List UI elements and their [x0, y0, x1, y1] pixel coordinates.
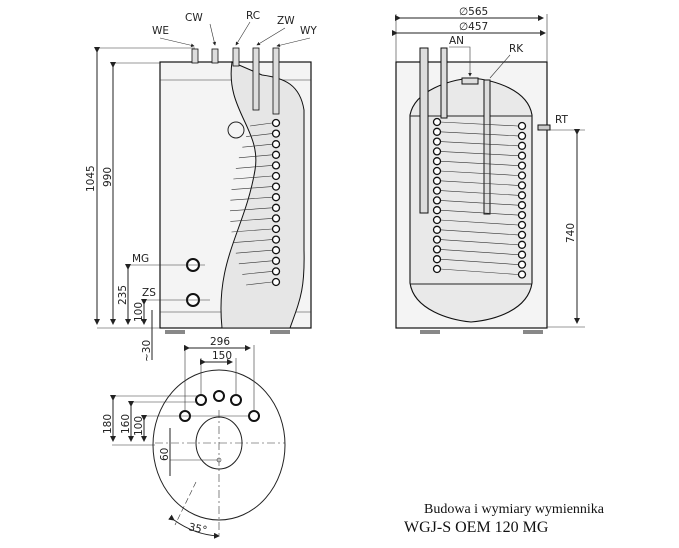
coil-turn	[271, 267, 281, 276]
label-rk: RK	[509, 43, 524, 55]
dim-100: 100	[133, 302, 145, 322]
dim-180: 180	[102, 414, 114, 434]
dim-565: ∅565	[459, 6, 488, 18]
coil-turn	[432, 215, 442, 225]
coil-turn	[517, 151, 527, 160]
coil-turn	[271, 118, 281, 128]
coil-turn	[432, 176, 442, 185]
an-connector	[461, 77, 479, 85]
side-view: WE CW RC ZW WY MG ZS 1045 990 235 100 ~3…	[85, 10, 317, 362]
coil-turn	[432, 127, 442, 136]
coil-turn	[432, 157, 442, 166]
label-cw: CW	[185, 12, 203, 24]
coil-turn	[432, 196, 442, 205]
caption-model: WGJ-S OEM 120 MG	[404, 519, 549, 536]
coil-turn	[517, 131, 527, 141]
coil-front	[432, 117, 527, 279]
coil-turn	[271, 224, 281, 234]
dim-100-top: 100	[133, 416, 145, 436]
label-an: AN	[449, 35, 464, 47]
coil-turn	[517, 171, 527, 180]
coil-turn	[517, 250, 527, 259]
coil-turn	[271, 203, 281, 212]
foot	[420, 330, 440, 334]
coil-turn	[517, 240, 527, 249]
dim-235: 235	[117, 285, 129, 305]
connection-pipe	[252, 47, 260, 111]
coil-turn	[517, 220, 527, 230]
label-we: WE	[152, 25, 169, 37]
coil-turn	[432, 245, 442, 254]
coil-turn	[432, 255, 442, 264]
coil-turn	[432, 147, 442, 156]
coil-turn	[271, 256, 281, 265]
label-zw: ZW	[277, 15, 295, 27]
coil-turn	[271, 171, 281, 181]
coil-turn	[271, 140, 281, 149]
coil-turn	[517, 161, 527, 170]
coil-turn	[517, 141, 527, 150]
sensor-sleeve	[483, 79, 491, 215]
rt-connector	[537, 124, 551, 131]
coil-turn	[432, 166, 442, 176]
foot	[523, 330, 543, 334]
connection-pipe	[191, 48, 199, 64]
caption-subtitle: Budowa i wymiary wymiennika	[424, 502, 605, 517]
foot	[165, 330, 185, 334]
coil-turn	[432, 186, 442, 195]
connection-pipe	[272, 47, 280, 115]
dim-60: 60	[159, 448, 171, 461]
dim-990: 990	[102, 167, 114, 187]
coil-turn	[517, 121, 527, 131]
dim-150: 150	[212, 350, 232, 362]
port	[230, 394, 242, 406]
label-wy: WY	[300, 25, 317, 37]
inspection-port	[227, 121, 245, 139]
coil-turn	[271, 246, 281, 255]
front-view: ∅565 ∅457 AN RK RT 740	[392, 6, 585, 334]
anode-rod	[419, 47, 429, 214]
coil-turn	[432, 117, 442, 127]
coil-turn	[432, 137, 442, 146]
coil-turn	[517, 181, 527, 190]
coil-turn	[517, 270, 527, 279]
dim-1045: 1045	[85, 165, 97, 192]
label-rt: RT	[555, 114, 569, 126]
port	[248, 410, 260, 422]
coil-turn	[432, 206, 442, 215]
label-mg: MG	[132, 253, 149, 265]
coil-side	[229, 118, 281, 287]
top-view: 296 150 180 160 100 60 35°	[102, 336, 286, 539]
label-zs: ZS	[142, 287, 156, 299]
coil-turn	[271, 129, 281, 138]
port	[195, 394, 207, 406]
coil-turn	[517, 201, 527, 210]
label-rc: RC	[246, 10, 260, 22]
coil-turn	[432, 225, 442, 234]
coil-turn	[271, 193, 281, 202]
dim-feet: ~30	[141, 340, 153, 362]
dim-160: 160	[120, 414, 132, 434]
coil-turn	[271, 161, 281, 170]
coil-turn	[271, 277, 281, 287]
coil-turn	[517, 210, 527, 220]
coil-turn	[271, 182, 281, 191]
connection-pipe	[211, 48, 219, 64]
port	[213, 390, 225, 402]
dim-296: 296	[210, 336, 230, 348]
coil-turn	[271, 214, 281, 223]
coil-turn	[432, 264, 442, 274]
connection-pipe	[232, 47, 240, 67]
coil-turn	[271, 235, 281, 244]
dim-angle: 35°	[187, 521, 208, 537]
coil-turn	[271, 150, 281, 159]
coil-turn	[517, 191, 527, 200]
dim-457: ∅457	[459, 21, 488, 33]
foot	[270, 330, 290, 334]
coil-turn	[517, 230, 527, 240]
coil-turn	[432, 235, 442, 244]
coil-turn	[517, 260, 527, 269]
dim-740: 740	[565, 223, 577, 243]
connection-pipes	[191, 47, 280, 115]
